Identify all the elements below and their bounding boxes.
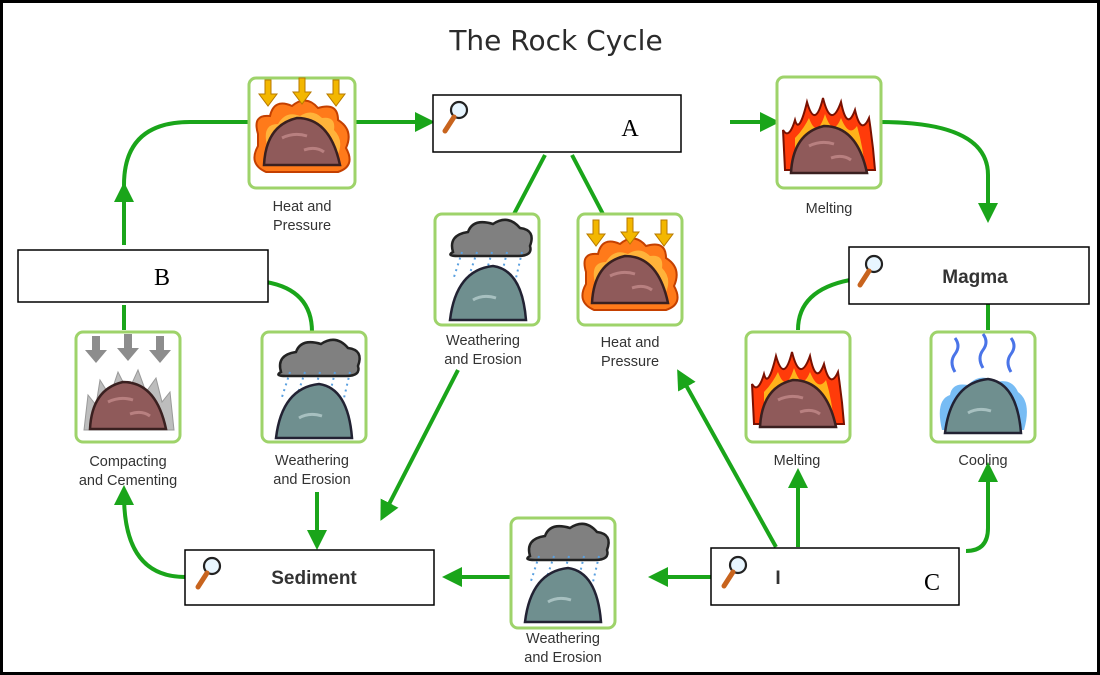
caption-weathering-left-2: and Erosion — [273, 472, 350, 488]
tile-cooling: Cooling — [929, 330, 1037, 469]
arrow-sediment-to-compacting — [114, 485, 186, 579]
caption-weathering-center-2: and Erosion — [444, 352, 521, 368]
label-a: A — [621, 116, 639, 142]
caption-melting-top: Melting — [806, 201, 853, 217]
cycle-arrows — [114, 112, 998, 587]
caption-melting-right: Melting — [774, 453, 821, 469]
caption-cooling: Cooling — [958, 453, 1007, 469]
tile-melting-right: Melting — [744, 330, 852, 469]
caption-compacting-2: and Cementing — [79, 473, 177, 489]
stage-box-b: B — [17, 249, 269, 303]
caption-weathering-left-1: Weathering — [275, 453, 349, 469]
caption-heat-pressure-top-1: Heat and — [273, 199, 332, 215]
tile-melting-top: Melting — [775, 75, 883, 217]
caption-compacting-1: Compacting — [89, 454, 166, 470]
stage-sediment-name: Sediment — [271, 568, 357, 589]
tile-heat-pressure-center: Heat and Pressure — [576, 212, 684, 370]
arrow-weathering-center-to-sediment — [380, 369, 460, 521]
tile-weathering-center: Weathering and Erosion — [433, 212, 541, 368]
caption-weathering-center-1: Weathering — [446, 333, 520, 349]
label-b: B — [154, 265, 170, 291]
stage-box-magma: Magma — [848, 246, 1090, 305]
stage-magma-name: Magma — [942, 267, 1008, 288]
arrow-melting-to-magma — [879, 120, 998, 223]
caption-weathering-bottom-1: Weathering — [526, 631, 600, 647]
tile-weathering-left: Weathering and Erosion — [260, 330, 368, 488]
arrow-b-to-heat-pressure — [122, 120, 248, 245]
arrow-cooling-to-c — [965, 462, 998, 553]
arrow-heat-pressure-to-a-center — [570, 154, 605, 215]
arrow-c-to-heat-pressure — [677, 369, 778, 548]
stage-c-name: I — [775, 568, 780, 589]
stage-box-sediment: Sediment — [184, 549, 435, 606]
tile-compacting: Compacting and Cementing — [74, 330, 182, 489]
caption-heat-pressure-center-2: Pressure — [601, 354, 659, 370]
caption-weathering-bottom-2: and Erosion — [524, 650, 601, 666]
tile-weathering-bottom: Weathering and Erosion — [509, 516, 617, 666]
label-c: C — [924, 570, 940, 596]
arrow-magma-to-melting-right — [796, 278, 851, 331]
caption-heat-pressure-center-1: Heat and — [601, 335, 660, 351]
arrow-a-to-weathering-center — [512, 154, 547, 215]
tile-heat-pressure-top: Heat and Pressure — [247, 76, 357, 234]
diagram-title: The Rock Cycle — [448, 24, 662, 57]
stage-box-a: A — [432, 94, 682, 153]
caption-heat-pressure-top-2: Pressure — [273, 218, 331, 234]
stage-box-c: I C — [710, 547, 960, 606]
arrow-b-to-weathering-left — [265, 280, 314, 333]
